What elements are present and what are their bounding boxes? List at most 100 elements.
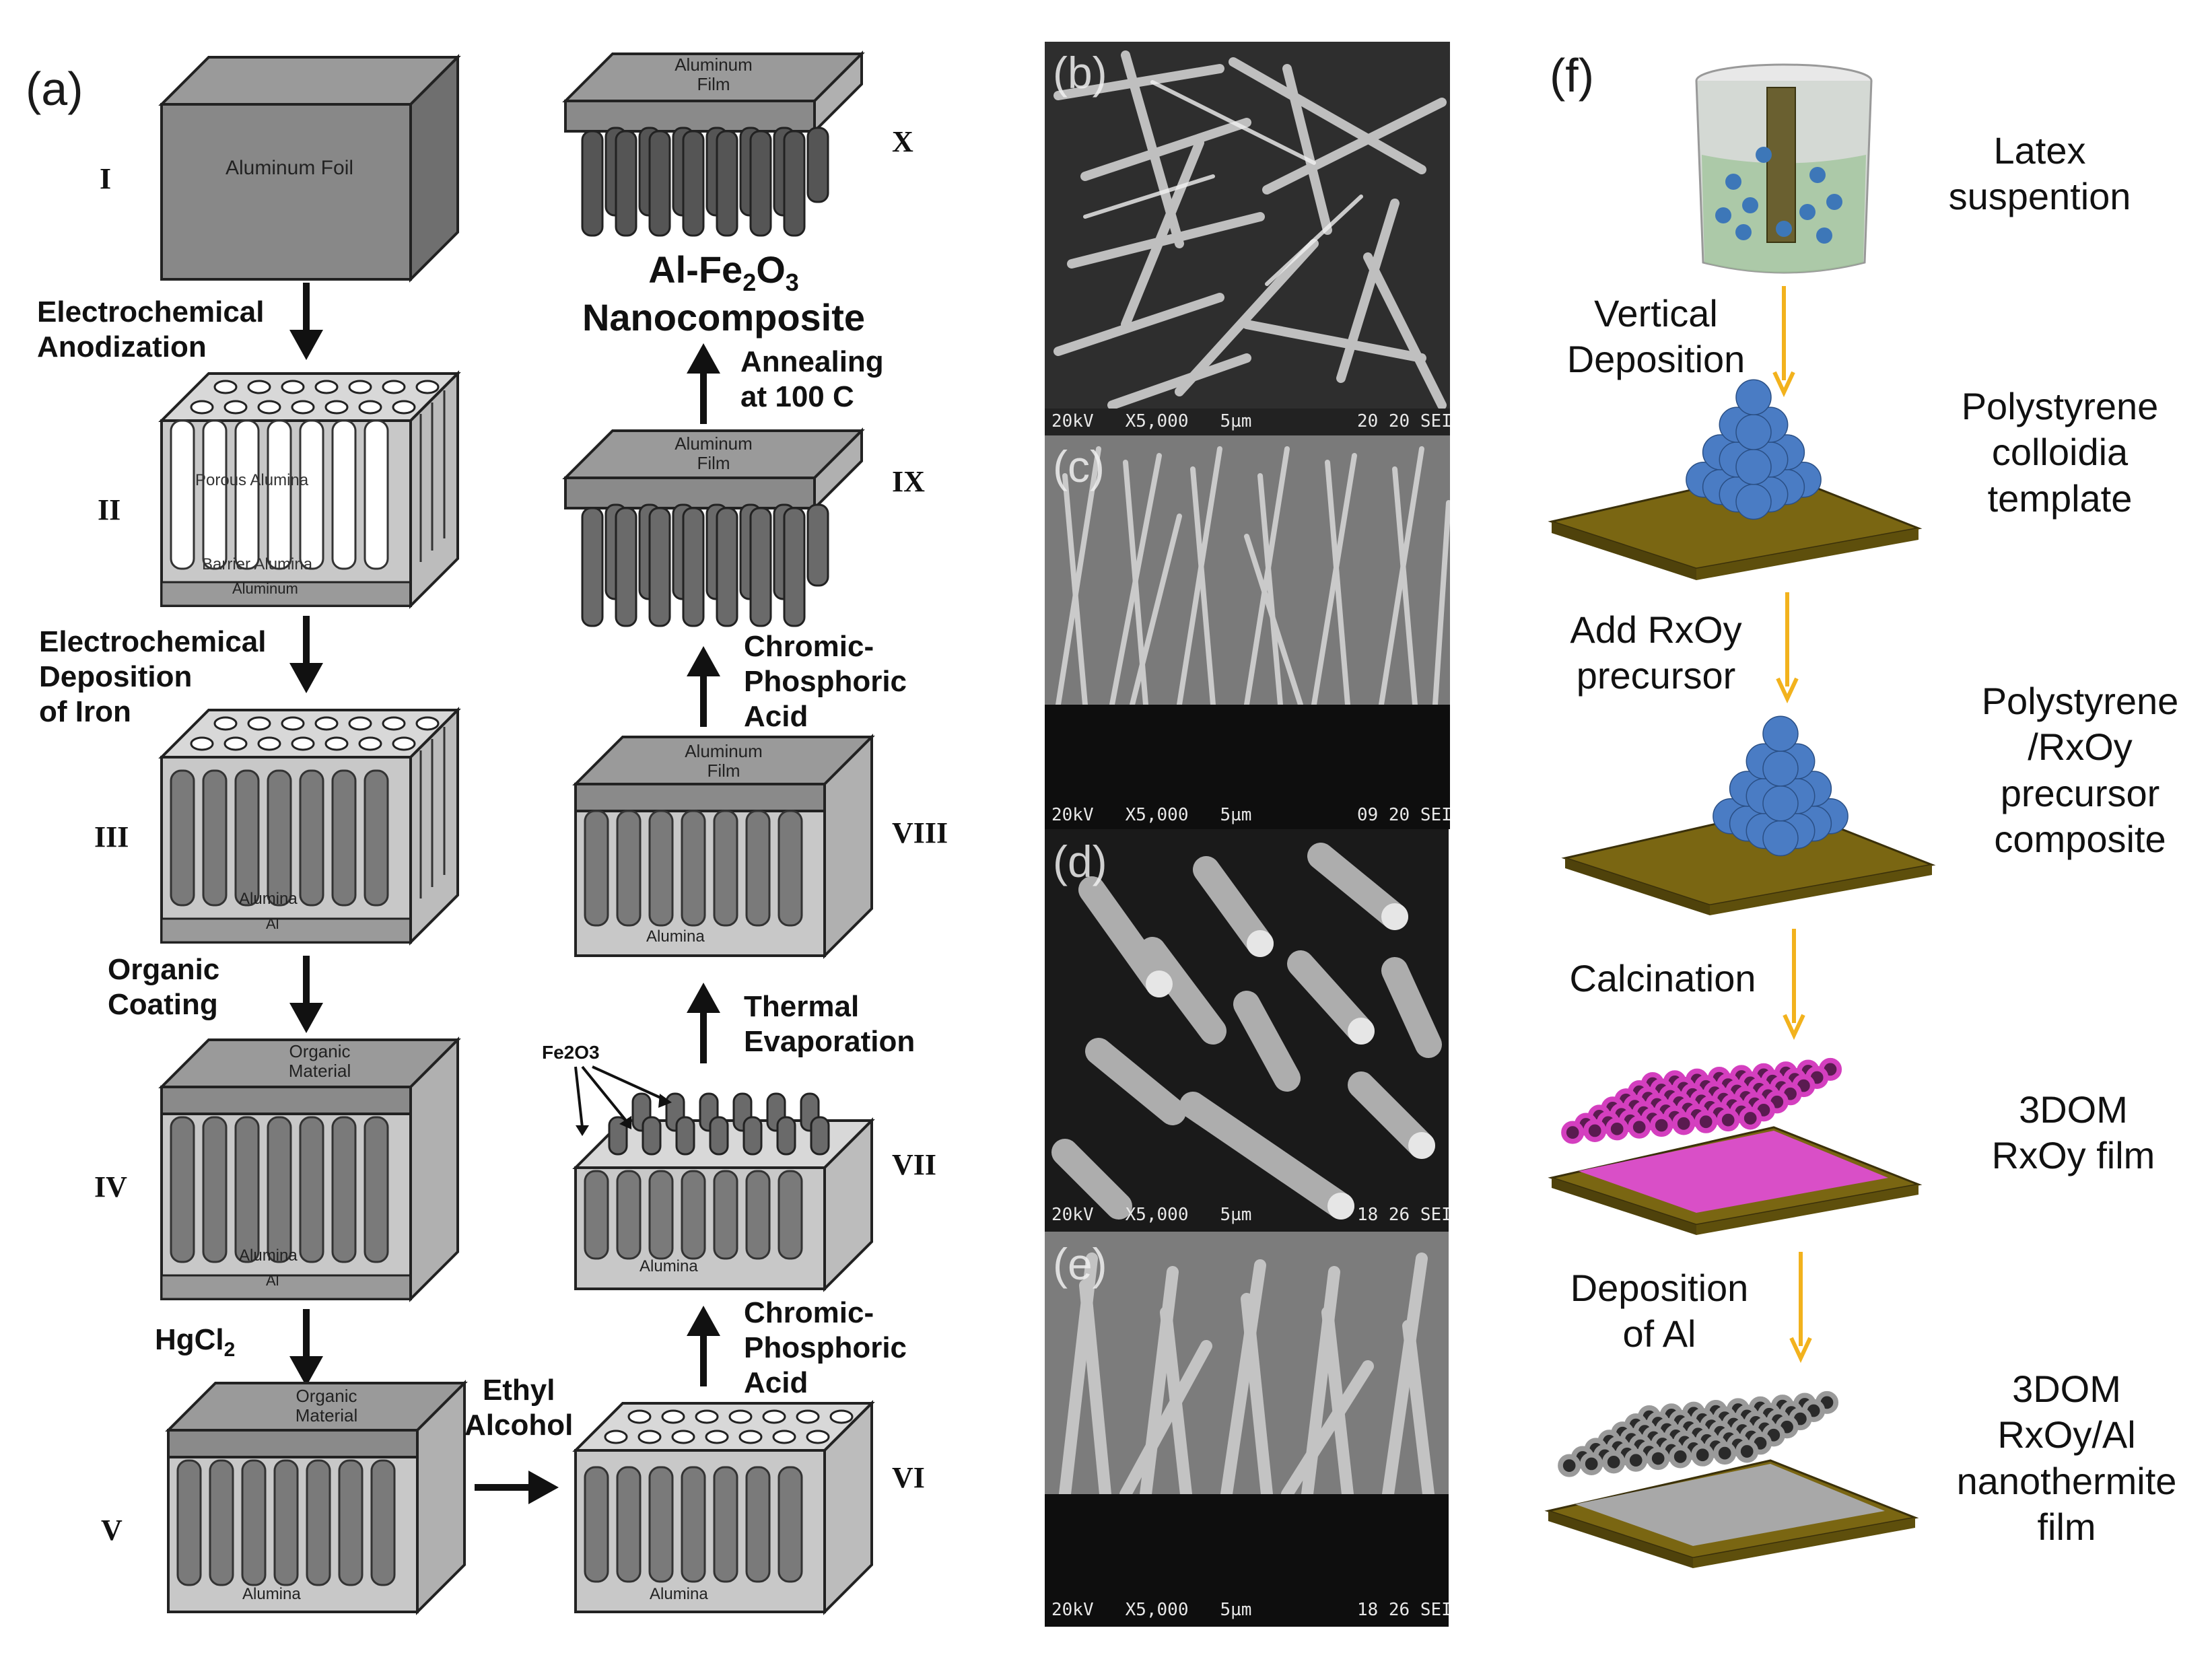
sphere [1735,379,1772,416]
orange-arrow-1 [1772,286,1795,398]
block-iv-top-label: Organic Material [288,1041,351,1081]
arrow-up-6 [687,1306,720,1386]
sem-b-nanowires [1045,50,1450,435]
sem-c-scale-bar: 20kV X5,000 5µm 09 20 SEI [1051,805,1450,825]
label-latex-suspension: Latex suspention [1925,128,2154,220]
block-al-fe2o3-nanocomposite [562,50,865,237]
roman-II: II [98,493,121,526]
dep-line2: of Al [1622,1312,1696,1355]
sem-panel-d: (d) 20kV X5,000 5µm 18 26 SEI [1045,829,1449,1232]
dom-line1: 3DOM [2019,1088,2128,1131]
roman-IV: IV [94,1170,127,1203]
comp-spheres [1713,715,1848,857]
sphere [1762,715,1799,752]
sphere [1735,449,1772,485]
arrow-up-7 [687,983,720,1063]
roman-V: V [101,1514,123,1547]
roman-VI: VI [892,1461,925,1494]
block-ix-top-label: Aluminum Film [675,433,753,473]
block-ii-base-label: Aluminum [232,580,298,597]
sem-panel-c: (c) 20kV X5,000 5µm 09 20 SEI [1045,435,1450,829]
final-line3: nanothermite [1956,1459,2177,1502]
arrow-down-3 [289,956,323,1033]
ps-spheres [1686,379,1822,520]
pore [1624,1448,1648,1472]
final-line1: 3DOM [2012,1368,2121,1410]
pore [1647,1446,1670,1471]
roman-X: X [892,125,913,158]
sphere [1762,785,1799,822]
block-x-top-label: Aluminum Film [675,55,753,94]
step-iron-line3: of Iron [39,695,131,728]
pore [1672,1112,1696,1135]
block-organic-hgcl2 [165,1380,468,1615]
step-anodization: Electrochemical Anodization [37,295,265,365]
block-empty-pores [572,1400,875,1615]
arrow-down-4 [289,1309,323,1386]
pore [1713,1442,1737,1465]
step-hgcl2: HgCl2 [155,1323,235,1362]
block-porous-alumina [158,370,461,609]
sem-c-label: (c) [1053,442,1105,491]
comp-line3: precursor [2000,771,2160,814]
step-organic-line1: Organic [108,953,220,986]
vertical-line2: Deposition [1566,338,1746,381]
step-chromic-2: Chromic- Phosphoric Acid [744,629,907,734]
panel-f-label: (f) [1550,49,1595,102]
product-sub1: 2 [742,269,757,297]
step-chromic1-line2: Phosphoric [744,1331,907,1364]
step-organic-coating: Organic Coating [108,952,219,1022]
label-vertical-deposition: Vertical Deposition [1542,291,1770,383]
dep-line1: Deposition [1570,1267,1749,1309]
pore [1739,1106,1762,1130]
step-ethyl-alcohol: Ethyl Alcohol [464,1373,573,1443]
ps-line3: template [1987,477,2133,520]
block-ii-porous-label: Porous Alumina [195,471,309,489]
vertical-line1: Vertical [1594,292,1718,334]
dom-lattice [1561,1057,1842,1144]
pore [1561,1121,1585,1144]
step-anodization-line2: Anodization [37,330,207,363]
roman-I: I [100,162,112,195]
product-formula: Al-Fe2O3 [565,248,882,297]
arrow-down-2 [289,616,323,693]
latex-line1: Latex [1993,129,2086,172]
roman-VIII: VIII [892,816,948,849]
fe2o3-pointer-label: Fe2O3 [542,1042,600,1063]
sem-d-label: (d) [1053,837,1107,886]
block-iv-al-label: Al [266,1272,279,1289]
step-hgcl2-sub: 2 [223,1338,236,1361]
sem-e-scale-bar: 20kV X5,000 5µm 18 26 SEI [1051,1600,1449,1620]
roman-III: III [94,820,129,853]
panel-a-label: (a) [26,63,83,115]
block-i-label: Aluminum Foil [225,157,354,179]
step-annealing-line1: Annealing [740,345,884,378]
block-iii-al-label: Al [266,915,279,932]
pore [1583,1119,1607,1143]
product-nanocomposite: Nanocomposite [582,295,866,339]
step-anodization-line1: Electrochemical [37,295,265,328]
sphere [1762,820,1799,857]
step-chromic2-line3: Acid [744,699,808,733]
arrow-right-5 [475,1471,559,1504]
3dom-film [1548,1057,1923,1235]
sphere [1735,414,1772,450]
arrow-down-1 [289,283,323,360]
sem-d-scale-bar: 20kV X5,000 5µm 18 26 SEI [1051,1205,1449,1225]
arrow-up-8 [687,646,720,727]
pore [1650,1113,1673,1137]
block-iron-filled [158,707,461,946]
step-organic-line2: Coating [108,987,218,1021]
polystyrene-template [1548,379,1923,580]
step-annealing: Annealing at 100 C [740,345,884,415]
orange-arrow-3 [1783,929,1805,1041]
latex-beaker [1695,63,1873,274]
comp-line4: composite [1994,817,2166,860]
pore [1694,1110,1718,1133]
sem-panel-e: (e) 20kV X5,000 5µm 18 26 SEI [1045,1232,1449,1627]
dom-line2: RxOy film [1991,1134,2155,1177]
product-al-fe: Al-Fe [648,248,743,291]
pore [1558,1454,1581,1477]
block-v-alumina-label: Alumina [242,1585,301,1603]
sphere [1762,750,1799,787]
